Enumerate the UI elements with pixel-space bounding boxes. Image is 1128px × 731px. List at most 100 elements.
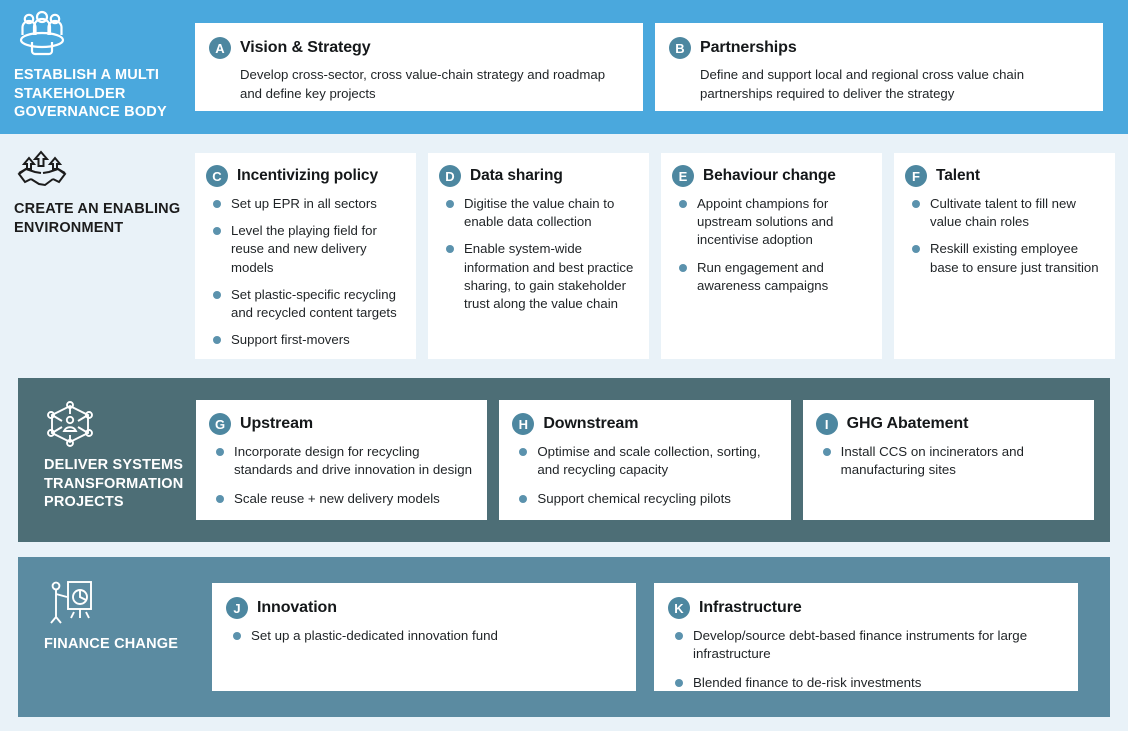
card-header: C Incentivizing policy: [206, 165, 404, 187]
list-item: Support first-movers: [206, 331, 404, 349]
section-label-column: CREATE AN ENABLING ENVIRONMENT: [0, 134, 195, 378]
bullet-text: Cultivate talent to fill new value chain…: [930, 196, 1076, 230]
bullet-list: Digitise the value chain to enable data …: [439, 195, 637, 313]
bullet-dot-icon: [213, 336, 221, 345]
bullet-list: Optimise and scale collection, sorting, …: [512, 443, 776, 519]
card-behaviour-change[interactable]: E Behaviour change Appoint champions for…: [661, 153, 882, 359]
card-letter-badge: H: [512, 413, 535, 435]
bullet-text: Level the playing field for reuse and ne…: [231, 223, 377, 275]
bullet-text: Blended finance to de-risk investments: [693, 674, 922, 690]
list-item: Scale reuse + new delivery models: [209, 490, 473, 508]
list-item: Set up a plastic-dedicated innovation fu…: [226, 627, 620, 645]
list-item: Cultivate talent to fill new value chain…: [905, 195, 1103, 231]
list-item: Develop/source debt-based finance instru…: [668, 627, 1062, 663]
card-vision-strategy[interactable]: A Vision & Strategy Develop cross-sector…: [195, 23, 643, 111]
bullet-text: Enable system-wide information and best …: [464, 241, 634, 312]
card-group: C Incentivizing policy Set up EPR in all…: [195, 134, 1128, 378]
card-letter-badge: E: [672, 165, 694, 187]
card-innovation[interactable]: J Innovation Set up a plastic-dedicated …: [212, 583, 636, 691]
section-label-column: ESTABLISH A MULTI STAKEHOLDER GOVERNANCE…: [0, 0, 195, 134]
card-header: I GHG Abatement: [815, 413, 1080, 435]
card-header: G Upstream: [209, 413, 473, 435]
bullet-text: Incorporate design for recycling standar…: [234, 444, 473, 477]
bullet-list: Appoint champions for upstream solutions…: [672, 195, 870, 295]
bullet-dot-icon: [912, 200, 920, 208]
section-title: DELIVER SYSTEMS TRANSFORMATION PROJECTS: [44, 457, 184, 511]
section-title: FINANCE CHANGE: [44, 636, 179, 652]
card-title: Downstream: [543, 415, 639, 432]
bullet-dot-icon: [679, 263, 687, 272]
card-title: Data sharing: [470, 167, 563, 184]
bullet-dot-icon: [213, 290, 221, 299]
card-title: Partnerships: [700, 39, 797, 56]
list-item: Set up EPR in all sectors: [206, 195, 404, 213]
card-title: Vision & Strategy: [240, 39, 371, 56]
bullet-dot-icon: [216, 494, 224, 503]
card-title: GHG Abatement: [846, 415, 969, 432]
card-letter-badge: C: [206, 165, 228, 187]
bullet-dot-icon: [446, 200, 454, 208]
card-data-sharing[interactable]: D Data sharing Digitise the value chain …: [428, 153, 649, 359]
bullet-dot-icon: [446, 245, 454, 254]
bullet-dot-icon: [213, 227, 221, 236]
bullet-list: Incorporate design for recycling standar…: [209, 443, 473, 519]
bullet-text: Run engagement and awareness campaigns: [697, 259, 829, 293]
bullet-dot-icon: [912, 245, 920, 254]
card-group: J Innovation Set up a plastic-dedicated …: [196, 557, 1110, 717]
card-ghg-abatement[interactable]: I GHG Abatement Install CCS on incinerat…: [802, 400, 1094, 520]
card-infrastructure[interactable]: K Infrastructure Develop/source debt-bas…: [654, 583, 1078, 691]
card-letter-badge: A: [209, 37, 231, 59]
list-item: Install CCS on incinerators and manufact…: [816, 443, 1080, 479]
card-title: Incentivizing policy: [237, 167, 378, 184]
bullet-text: Reskill existing employee base to ensure…: [930, 241, 1099, 275]
card-downstream[interactable]: H Downstream Optimise and scale collecti…: [499, 400, 791, 520]
card-letter-badge: I: [815, 413, 838, 435]
bullet-list: Install CCS on incinerators and manufact…: [816, 443, 1080, 490]
card-letter-badge: F: [905, 165, 927, 187]
card-letter-badge: D: [439, 165, 461, 187]
section-title: ESTABLISH A MULTI STAKEHOLDER GOVERNANCE…: [14, 67, 167, 121]
section-label-column: DELIVER SYSTEMS TRANSFORMATION PROJECTS: [18, 378, 196, 542]
bullet-dot-icon: [213, 200, 221, 208]
list-item: Incorporate design for recycling standar…: [209, 443, 473, 479]
card-talent[interactable]: F Talent Cultivate talent to fill new va…: [894, 153, 1115, 359]
card-header: F Talent: [905, 165, 1103, 187]
bullet-dot-icon: [216, 448, 224, 456]
list-item: Appoint champions for upstream solutions…: [672, 195, 870, 250]
card-upstream[interactable]: G Upstream Incorporate design for recycl…: [196, 400, 488, 520]
bullet-dot-icon: [679, 200, 687, 208]
card-letter-badge: B: [669, 37, 691, 59]
card-title: Behaviour change: [703, 167, 836, 184]
bullet-dot-icon: [822, 448, 831, 456]
card-partnerships[interactable]: B Partnerships Define and support local …: [655, 23, 1103, 111]
bullet-text: Optimise and scale collection, sorting, …: [537, 444, 761, 477]
section-enabling-environment: CREATE AN ENABLING ENVIRONMENT C Incenti…: [0, 134, 1128, 378]
card-header: E Behaviour change: [672, 165, 870, 187]
bullet-list: Develop/source debt-based finance instru…: [668, 627, 1062, 703]
section-finance-change: FINANCE CHANGE J Innovation Set up a pla…: [18, 557, 1110, 717]
bullet-text: Digitise the value chain to enable data …: [464, 196, 615, 230]
bullet-dot-icon: [233, 632, 241, 640]
list-item: Set plastic-specific recycling and recyc…: [206, 286, 404, 322]
section-systems-transformation: DELIVER SYSTEMS TRANSFORMATION PROJECTS …: [18, 378, 1110, 542]
section-title: CREATE AN ENABLING ENVIRONMENT: [14, 201, 181, 236]
section-label-column: FINANCE CHANGE: [18, 557, 196, 717]
bullet-list: Set up EPR in all sectors Level the play…: [206, 195, 404, 350]
bullet-text: Appoint champions for upstream solutions…: [697, 196, 834, 248]
card-description: Define and support local and regional cr…: [700, 67, 1025, 101]
bullet-text: Set plastic-specific recycling and recyc…: [231, 286, 397, 321]
section-establish-governance: ESTABLISH A MULTI STAKEHOLDER GOVERNANCE…: [0, 0, 1128, 134]
card-header: B Partnerships: [669, 37, 1085, 59]
bullet-text: Install CCS on incinerators and manufact…: [840, 444, 1024, 477]
bullet-text: Develop/source debt-based finance instru…: [693, 628, 1028, 661]
presenter-chart-board-icon: [44, 579, 184, 627]
bullet-dot-icon: [519, 494, 528, 503]
list-item: Digitise the value chain to enable data …: [439, 195, 637, 231]
card-incentivizing-policy[interactable]: C Incentivizing policy Set up EPR in all…: [195, 153, 416, 359]
card-letter-badge: J: [226, 597, 248, 619]
card-title: Innovation: [257, 599, 337, 616]
list-item: Run engagement and awareness campaigns: [672, 259, 870, 295]
list-item: Blended finance to de-risk investments: [668, 674, 1062, 692]
bullet-text: Scale reuse + new delivery models: [234, 490, 440, 506]
